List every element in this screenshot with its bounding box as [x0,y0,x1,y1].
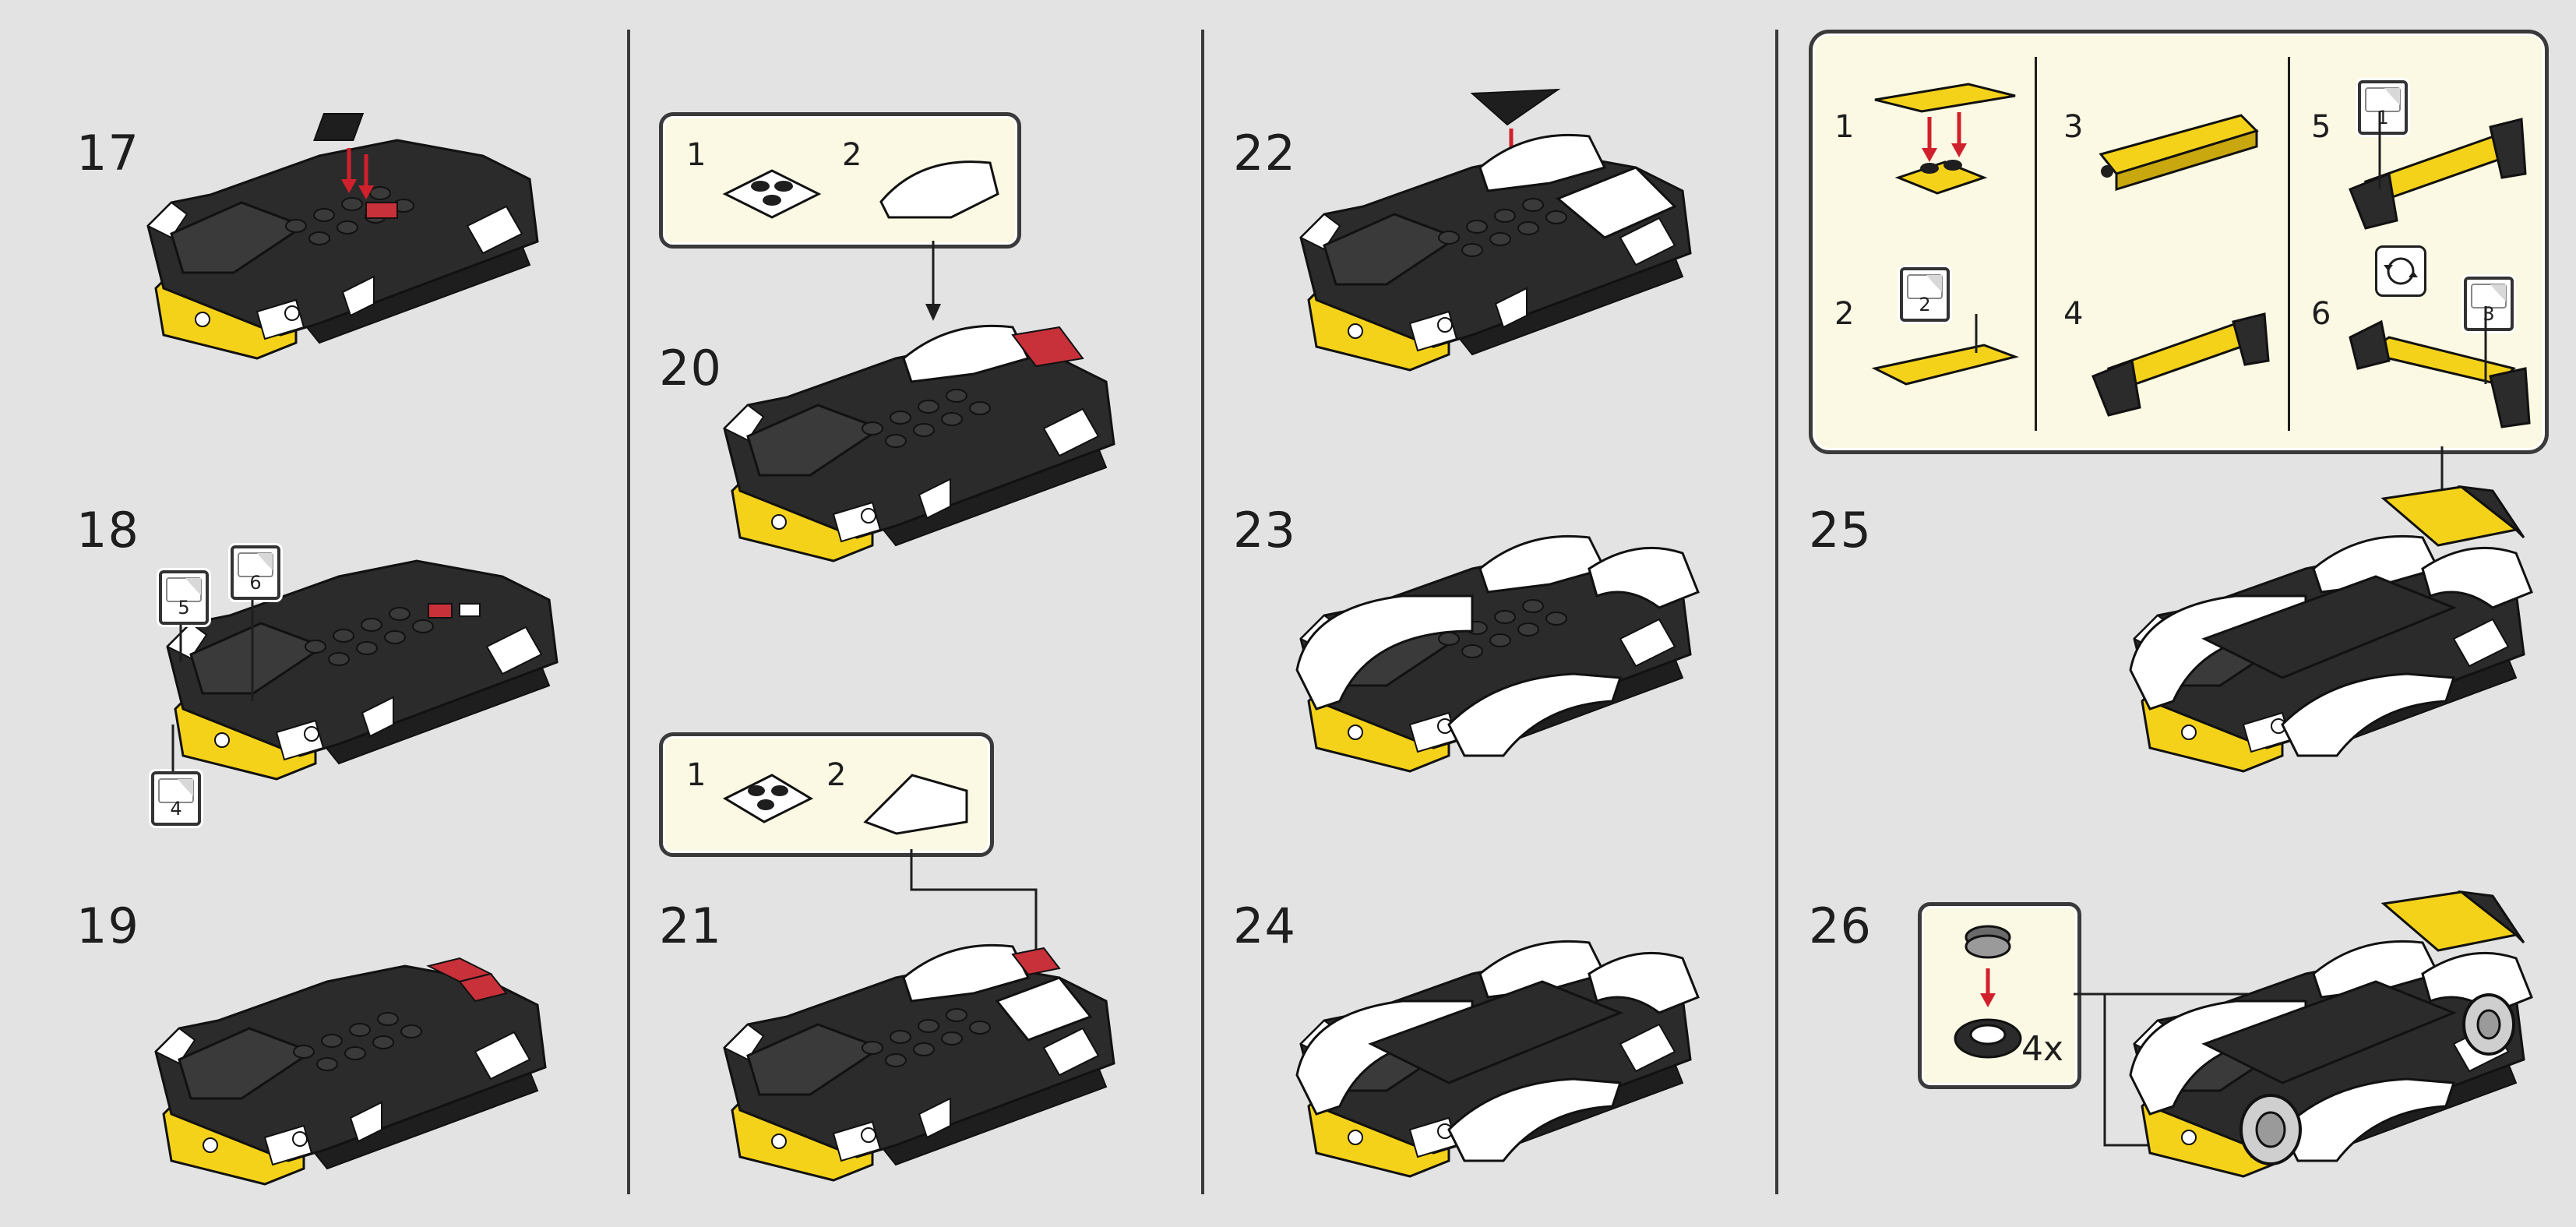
wing-assembly-icon [2091,312,2270,417]
sub-assembly-callout: 1 2 [659,732,994,857]
callout-divider [2035,57,2037,431]
slope-brick-icon [879,160,999,219]
wheel-rim-icon [1954,925,2022,1059]
wing-assembly-icon [2349,111,2527,230]
step-number: 21 [659,897,722,954]
step-20-model [717,324,1122,561]
sticker-callout: 6 [231,545,280,600]
step-number: 25 [1809,502,1872,559]
sticker-callout: 1 [2358,80,2408,135]
wedge-plate-icon [722,169,822,219]
step-number: 20 [659,340,722,397]
rotate-icon [2375,245,2426,297]
tile-assembly-icon [1874,83,2016,195]
step-number: 23 [1233,502,1296,559]
step-17-model [140,113,561,358]
quantity-label: 4x [2021,1029,2064,1069]
wing-beam-icon [2099,114,2259,192]
step-19-model [148,957,553,1184]
sub-assembly-callout: 1 2 2 3 4 5 [1809,30,2549,454]
sub-assembly-callout: 1 2 [659,112,1021,249]
column-divider [627,30,630,1194]
sticker-callout: 2 [1900,267,1950,322]
step-number: 26 [1809,897,1872,954]
step-number: 18 [76,502,139,559]
column-divider [1201,30,1204,1194]
step-22-model [1293,88,1698,370]
step-number: 19 [76,897,139,954]
step-26-model [2129,890,2533,1184]
step-24-model [1295,940,1700,1192]
step-21-model [717,943,1122,1180]
sticker-callout: 4 [151,771,201,826]
callout-divider [2288,57,2290,431]
tile-icon [1871,314,2020,386]
sticker-callout: 5 [159,570,209,625]
wedge-plate-icon [722,774,814,823]
wing-assembly-icon [2349,306,2531,428]
step-number: 17 [76,125,139,182]
step-18-model [160,530,565,779]
step-number: 22 [1233,125,1296,182]
slope-brick-icon [863,774,968,835]
step-25-model [2129,485,2533,779]
column-divider [1775,30,1778,1194]
wheel-callout: 4x [1918,902,2081,1089]
step-number: 24 [1233,897,1296,954]
step-23-model [1295,534,1700,787]
sticker-callout: 3 [2464,277,2514,331]
